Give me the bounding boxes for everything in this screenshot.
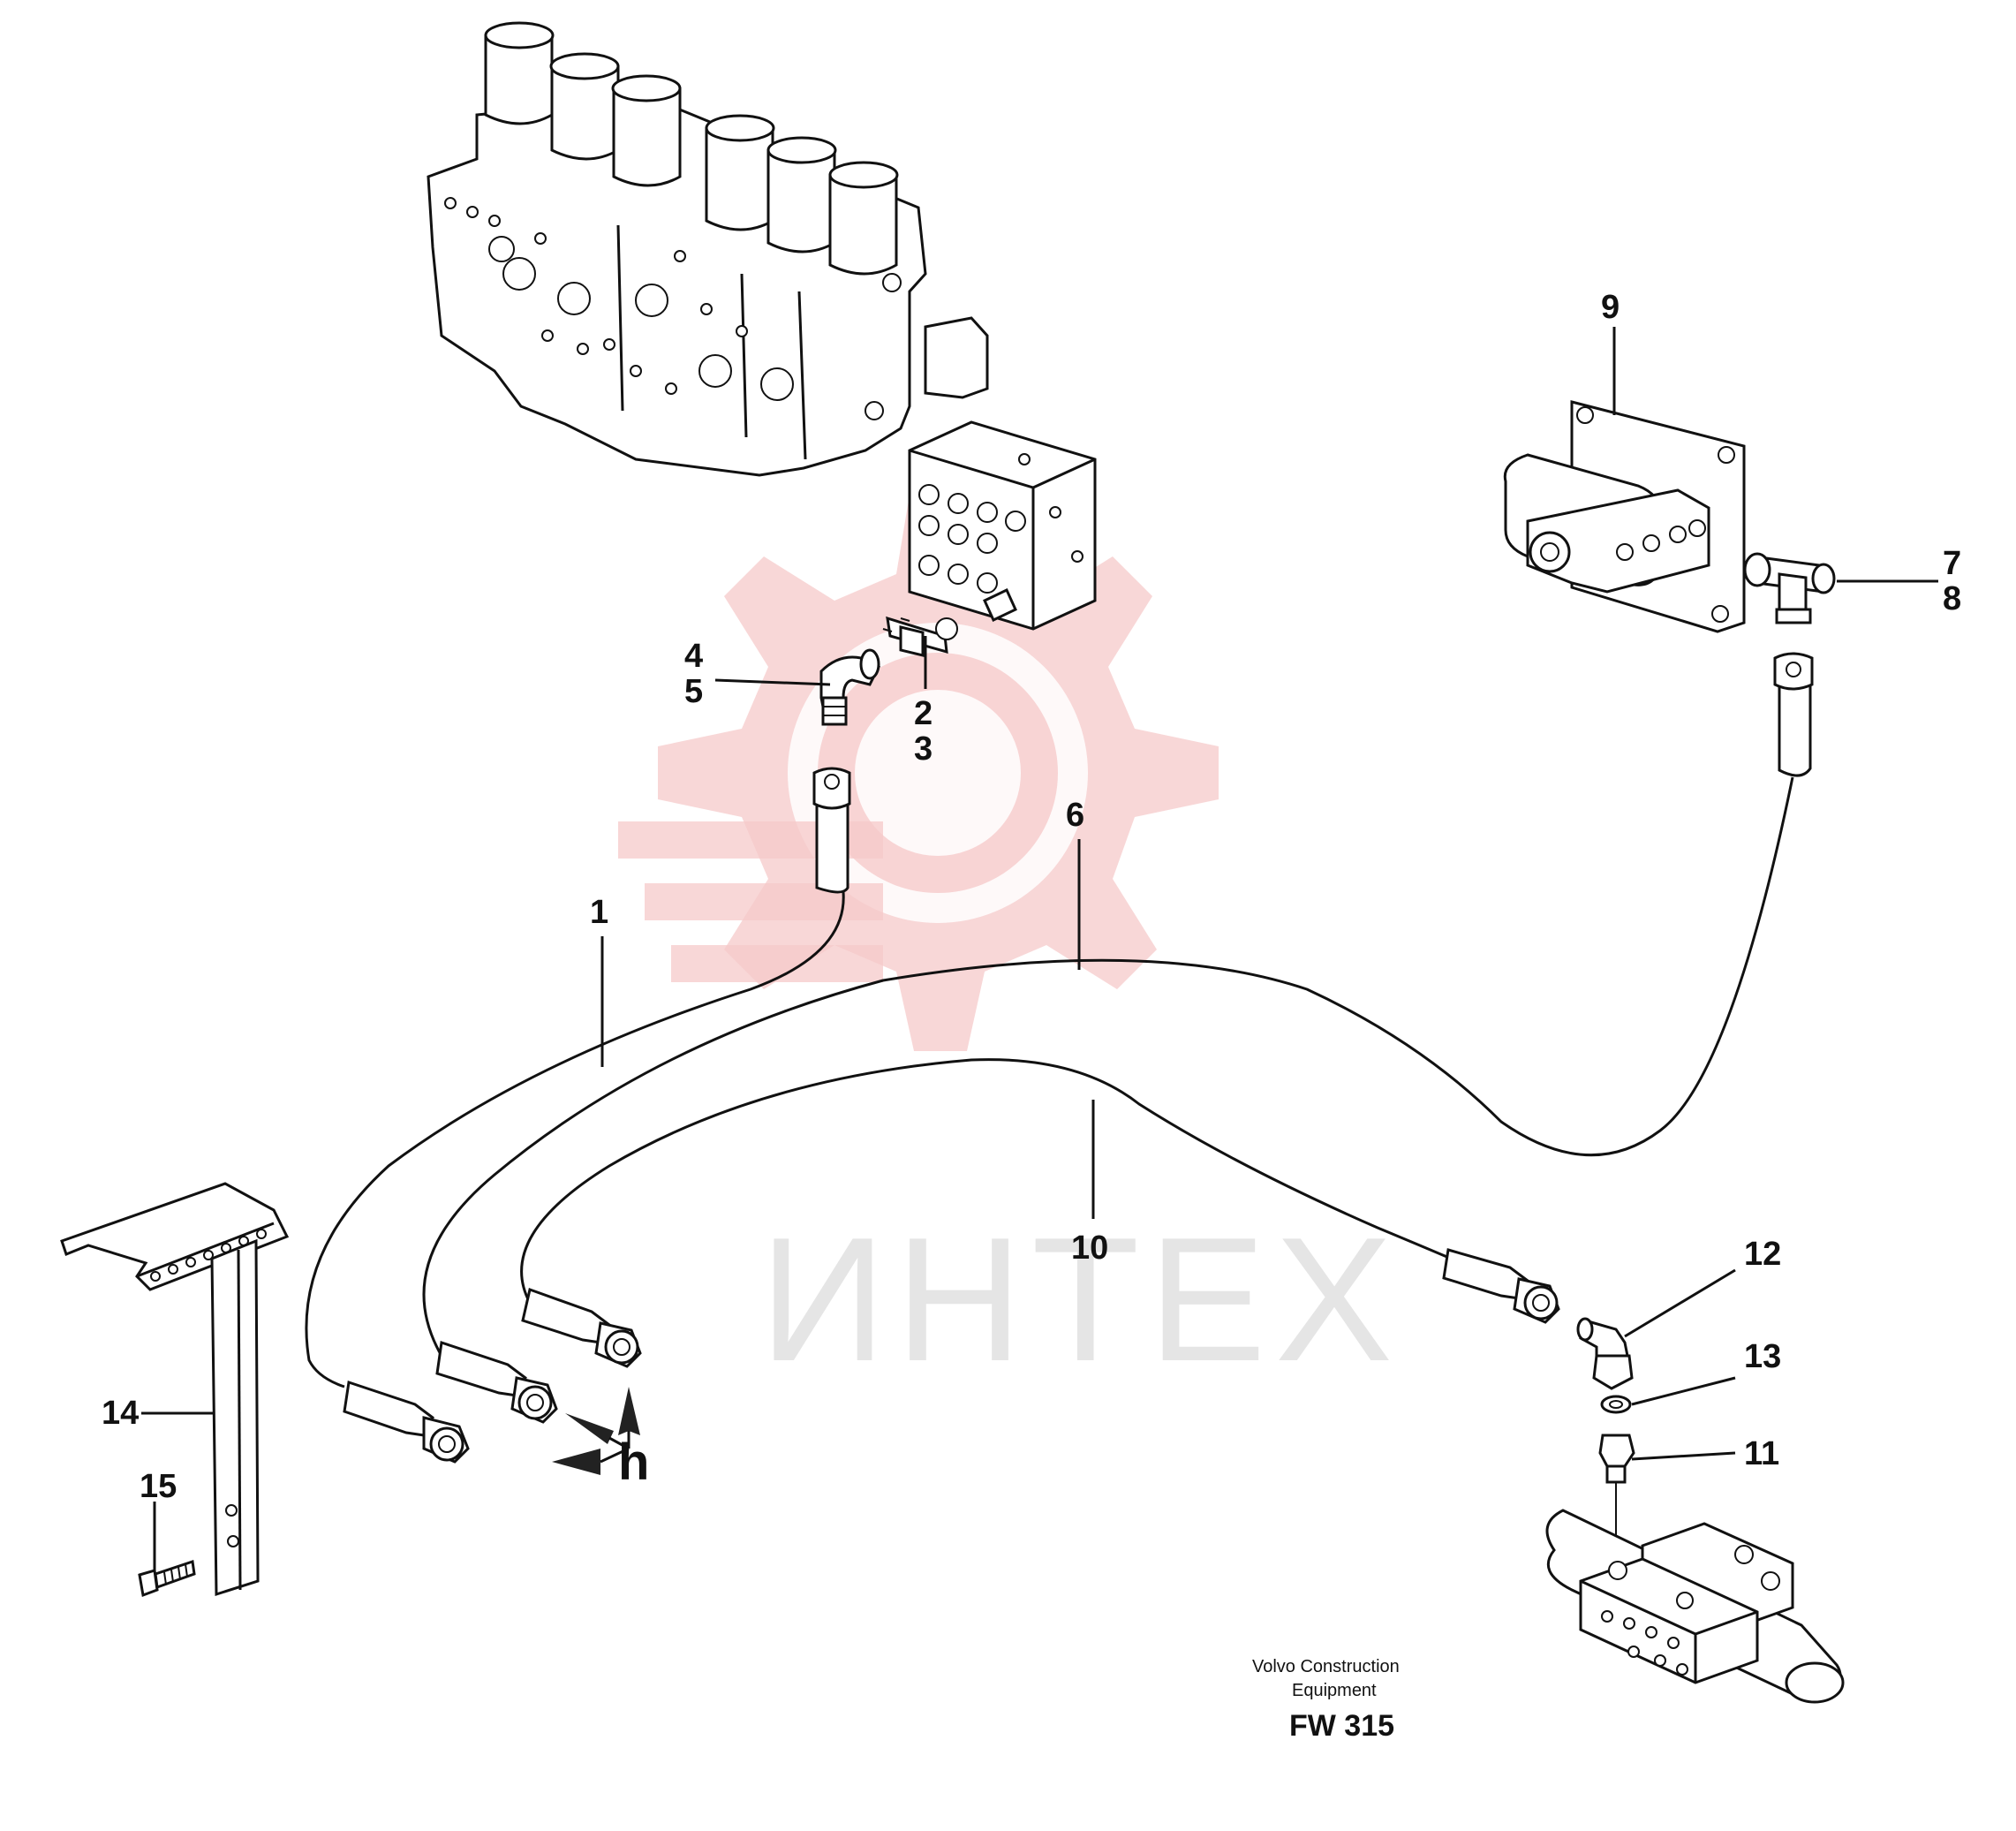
hose-6 xyxy=(422,652,1814,1357)
callout-14: 14 xyxy=(102,1395,139,1432)
elbow-fitting-12 xyxy=(1576,1317,1634,1390)
solenoid-group xyxy=(484,21,899,276)
callout-2: 2 xyxy=(914,695,932,732)
hose-10 xyxy=(520,1058,1462,1304)
bracket-14 xyxy=(60,1182,290,1597)
manifold-block xyxy=(1545,1509,1845,1704)
callout-15: 15 xyxy=(140,1468,177,1505)
watermark-logo: ИНТЕХ xyxy=(618,495,1401,1398)
callout-7: 7 xyxy=(1943,545,1961,582)
hose-6-end-fitting xyxy=(435,1341,558,1424)
elbow-fitting-4-5 xyxy=(819,648,881,726)
control-valve-assembly xyxy=(427,21,989,477)
callout-13: 13 xyxy=(1744,1338,1781,1375)
hose-1 xyxy=(305,767,851,1388)
footer-manufacturer-line2: Equipment xyxy=(1292,1681,1377,1700)
callout-11: 11 xyxy=(1744,1435,1779,1472)
pilot-valve-9 xyxy=(1503,400,1746,633)
callout-1: 1 xyxy=(590,894,608,931)
tee-fitting-2-3 xyxy=(882,616,958,657)
hose-1-end-fitting xyxy=(343,1381,470,1464)
callout-8: 8 xyxy=(1943,580,1961,617)
valve-bolts xyxy=(444,197,902,420)
callout-4: 4 xyxy=(684,638,703,675)
watermark-text: ИНТЕХ xyxy=(759,1201,1401,1398)
hose-10-rear-fitting xyxy=(1442,1248,1560,1324)
tee-fitting-7-8 xyxy=(1743,552,1836,624)
callout-10: 10 xyxy=(1071,1229,1108,1267)
callout-5: 5 xyxy=(684,673,703,710)
view-marker-h: h xyxy=(618,1434,649,1491)
view-direction-arrows: h xyxy=(552,1387,649,1491)
distribution-block xyxy=(908,420,1097,631)
screw-15 xyxy=(138,1560,196,1598)
callout-6: 6 xyxy=(1066,797,1084,834)
footer-manufacturer: Volvo Construction xyxy=(1252,1657,1400,1676)
callout-labels: 1 2 3 4 5 6 7 8 9 10 11 12 13 14 15 xyxy=(102,289,1961,1505)
leader-lines xyxy=(141,327,1938,1572)
washer-13 xyxy=(1600,1395,1632,1414)
hose-10-front-fitting xyxy=(521,1288,642,1368)
callout-9: 9 xyxy=(1601,289,1620,326)
callout-12: 12 xyxy=(1744,1236,1781,1273)
diagram-footer: Volvo Construction Equipment FW 315 xyxy=(1252,1657,1400,1743)
footer-figure-code: FW 315 xyxy=(1289,1709,1394,1743)
callout-3: 3 xyxy=(914,730,932,768)
